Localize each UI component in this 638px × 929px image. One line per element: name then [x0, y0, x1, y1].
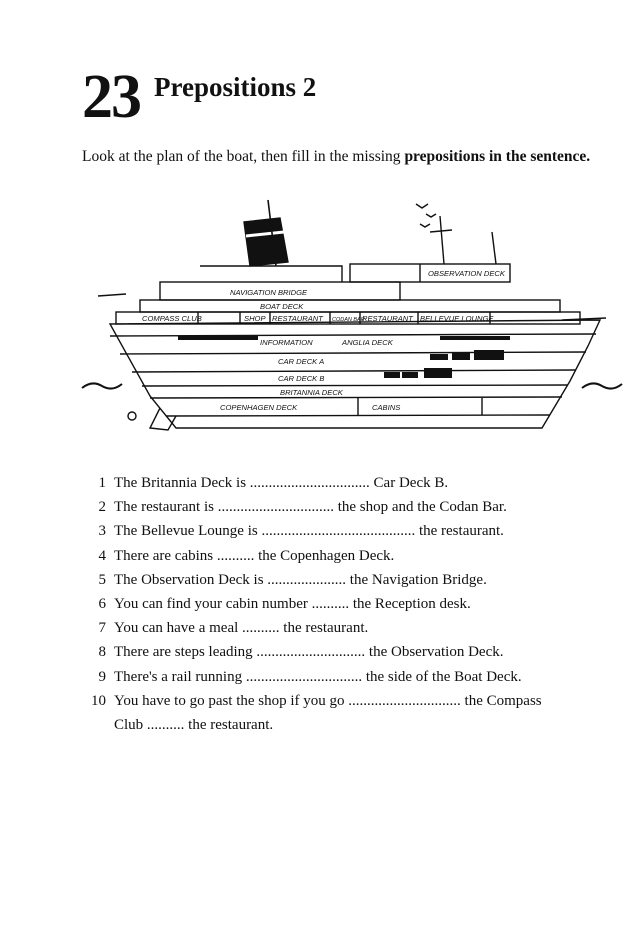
item-number: 1 [98, 475, 107, 491]
item-text: You have to go past the shop if you go .… [114, 692, 542, 734]
page-title: Prepositions 2 [154, 72, 317, 102]
wave-left [81, 382, 123, 390]
label-navigation-bridge: NAVIGATION BRIDGE [230, 288, 308, 297]
exercise-item-4: 4 There are cabins .......... the Copenha… [80, 544, 620, 568]
label-shop: SHOP [244, 314, 266, 323]
label-cabins: CABINS [372, 403, 400, 412]
mast [267, 199, 277, 267]
exercise-item-7: 7 You can have a meal .......... the rest… [80, 616, 620, 640]
label-car-deck-a: CAR DECK A [278, 357, 324, 366]
label-bellevue-lounge: BELLEVUE LOUNGE [420, 314, 494, 323]
label-anglia-deck: ANGLIA DECK [341, 338, 394, 347]
car-icon [384, 372, 400, 378]
ship-plan-illustration: OBSERVATION DECK NAVIGATION BRIDGE BOAT … [81, 199, 623, 431]
label-observation-deck: OBSERVATION DECK [428, 269, 506, 278]
item-text: You can have a meal .......... the resta… [114, 620, 369, 637]
exercise-item-10: 10 You have to go past the shop if you go… [80, 689, 620, 737]
instruction-text: Look at the plan of the boat, then fill … [82, 148, 622, 166]
label-copenhagen-deck: COPENHAGEN DECK [220, 403, 298, 412]
instruction-part-1: Look at the plan of the boat, then fill … [82, 148, 405, 165]
observation-deck-block [349, 263, 511, 283]
propeller [127, 411, 137, 421]
truck-icon [424, 368, 452, 378]
label-information: INFORMATION [260, 338, 313, 347]
item-text: The Observation Deck is ................… [114, 571, 487, 588]
item-text: You can find your cabin number .........… [114, 596, 471, 613]
bird-icon [415, 203, 429, 209]
unit-number: 23 [82, 63, 142, 131]
item-text: There are cabins .......... the Copenhag… [114, 547, 395, 564]
instruction-part-2: prepositions in the sentence. [404, 148, 591, 165]
window-strip [440, 336, 510, 340]
boat-deck-block [139, 299, 561, 313]
label-car-deck-b: CAR DECK B [278, 374, 324, 383]
truck-icon [474, 350, 504, 360]
item-number: 10 [91, 692, 106, 709]
item-text: The Britannia Deck is ..................… [114, 475, 449, 491]
exercise-item-8: 8 There are steps leading ...............… [80, 640, 620, 664]
item-number: 2 [98, 499, 107, 516]
car-icon [402, 372, 418, 378]
label-codan-bar: CODAN BAR [332, 317, 365, 323]
item-number: 4 [98, 547, 107, 564]
label-restaurant-right: RESTAURANT [362, 314, 414, 323]
rudder [148, 407, 177, 431]
item-text: The restaurant is ......................… [114, 499, 507, 516]
item-text: There's a rail running .................… [114, 668, 522, 685]
item-number: 5 [98, 571, 107, 588]
bird-icon [425, 213, 437, 218]
item-number: 7 [98, 620, 107, 637]
item-text: There are steps leading ................… [114, 644, 504, 661]
exercise-item-1: 1 The Britannia Deck is .................… [80, 471, 620, 495]
label-britannia-deck: BRITANNIA DECK [280, 388, 344, 397]
exercise-item-2: 2 The restaurant is .....................… [80, 495, 620, 519]
item-text: The Bellevue Lounge is .................… [114, 523, 504, 540]
item-number: 9 [98, 668, 107, 685]
exercise-list: 1 The Britannia Deck is .................… [80, 471, 620, 737]
funnel [243, 217, 289, 267]
item-number: 3 [98, 523, 107, 540]
exercise-item-6: 6 You can find your cabin number ........… [80, 592, 620, 616]
car-icon [430, 354, 448, 360]
car-icon [452, 353, 470, 360]
label-restaurant-left: RESTAURANT [272, 314, 324, 323]
item-number: 8 [98, 644, 107, 661]
navigation-bridge-block [159, 281, 401, 301]
page-header: 23 Prepositions 2 [82, 66, 316, 128]
exercise-item-3: 3 The Bellevue Lounge is ................… [80, 519, 620, 543]
hull-outline [108, 319, 602, 429]
label-boat-deck: BOAT DECK [260, 302, 304, 311]
item-number: 6 [98, 596, 107, 613]
bird-icon [419, 223, 431, 228]
window-strip [178, 336, 258, 340]
label-compass-club: COMPASS CLUB [142, 314, 202, 323]
exercise-item-5: 5 The Observation Deck is ...............… [80, 568, 620, 592]
wave-right [581, 382, 623, 390]
exercise-item-9: 9 There's a rail running ................… [80, 665, 620, 689]
